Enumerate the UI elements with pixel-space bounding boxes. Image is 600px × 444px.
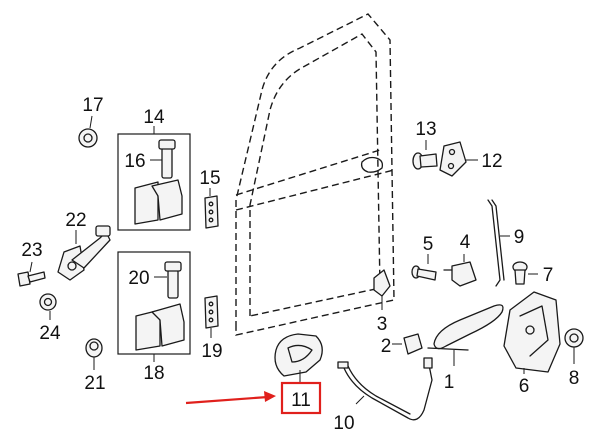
callout-18: 18 [143,363,164,384]
shim-plate-15 [204,188,219,229]
bolt-23 [17,261,46,287]
callout-8: 8 [569,368,580,389]
highlight-box-11 [280,381,322,415]
screw-13 [412,140,438,170]
callout-3: 3 [377,314,388,335]
callout-22: 22 [65,210,86,231]
callout-12: 12 [481,151,502,172]
callout-1: 1 [444,372,455,393]
highlight-arrow [185,391,276,405]
screw-5 [411,254,437,281]
screw-7 [512,261,538,285]
callout-4: 4 [460,232,471,253]
callout-20: 20 [128,268,149,289]
door-check-22 [57,225,111,281]
grommet-8 [564,328,584,364]
callout-17: 17 [82,95,103,116]
handle-1 [427,304,504,366]
callout-21: 21 [84,373,105,394]
shim-plate-19 [204,295,219,338]
callout-13: 13 [415,119,436,140]
nut-24 [39,293,57,320]
callout-14: 14 [143,107,165,128]
clip-4 [443,254,477,287]
callout-24: 24 [39,323,61,344]
cable-10 [337,357,433,421]
door-shell [235,13,395,336]
nut-17 [78,115,98,148]
callout-9: 9 [514,227,525,248]
cap-21 [85,338,103,370]
callout-11: 11 [291,390,311,411]
callout-10: 10 [333,413,354,434]
bracket-12 [439,141,478,177]
callout-16: 16 [124,151,145,172]
callout-6: 6 [519,376,530,397]
latch-6 [503,291,561,374]
callout-7: 7 [543,265,554,286]
callout-2: 2 [381,336,392,357]
rod-9 [487,199,510,287]
callout-19: 19 [201,341,222,362]
lock-housing-11 [274,333,323,384]
callout-23: 23 [21,240,42,261]
upper-hinge [134,139,183,225]
lower-hinge [135,261,185,351]
clip-3 [373,269,391,310]
callout-5: 5 [423,234,434,255]
callout-15: 15 [199,168,220,189]
pad-2 [392,333,423,355]
